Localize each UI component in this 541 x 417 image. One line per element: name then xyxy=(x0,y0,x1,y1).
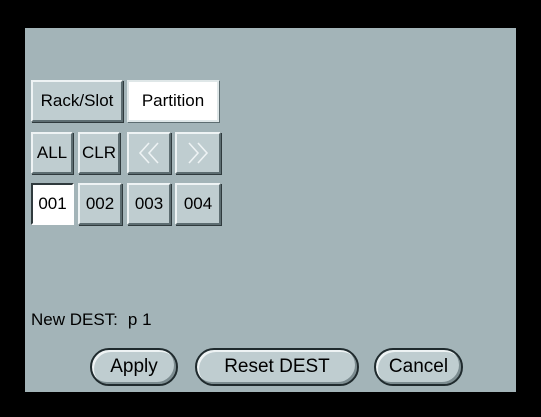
clr-button[interactable]: CLR xyxy=(78,132,120,174)
reset-dest-button[interactable]: Reset DEST xyxy=(195,348,359,386)
next-page-button[interactable] xyxy=(175,132,221,174)
main-panel: Rack/Slot Partition ALL CLR 001 002 003 … xyxy=(25,28,516,392)
rack-slot-button[interactable]: Rack/Slot xyxy=(31,80,123,122)
all-button[interactable]: ALL xyxy=(31,132,73,174)
slot-button-001[interactable]: 001 xyxy=(31,183,74,225)
slot-button-004[interactable]: 004 xyxy=(175,183,221,225)
prev-page-button[interactable] xyxy=(127,132,171,174)
cancel-button[interactable]: Cancel xyxy=(374,348,463,386)
partition-button[interactable]: Partition xyxy=(127,80,219,122)
slot-button-003[interactable]: 003 xyxy=(127,183,171,225)
new-dest-label: New DEST: xyxy=(31,310,118,329)
slot-button-002[interactable]: 002 xyxy=(78,183,122,225)
double-chevron-right-icon xyxy=(188,142,209,164)
new-dest-value: p 1 xyxy=(127,310,152,329)
apply-button[interactable]: Apply xyxy=(90,348,178,386)
double-chevron-left-icon xyxy=(138,142,159,164)
new-dest-status: New DEST: p 1 xyxy=(31,310,152,330)
